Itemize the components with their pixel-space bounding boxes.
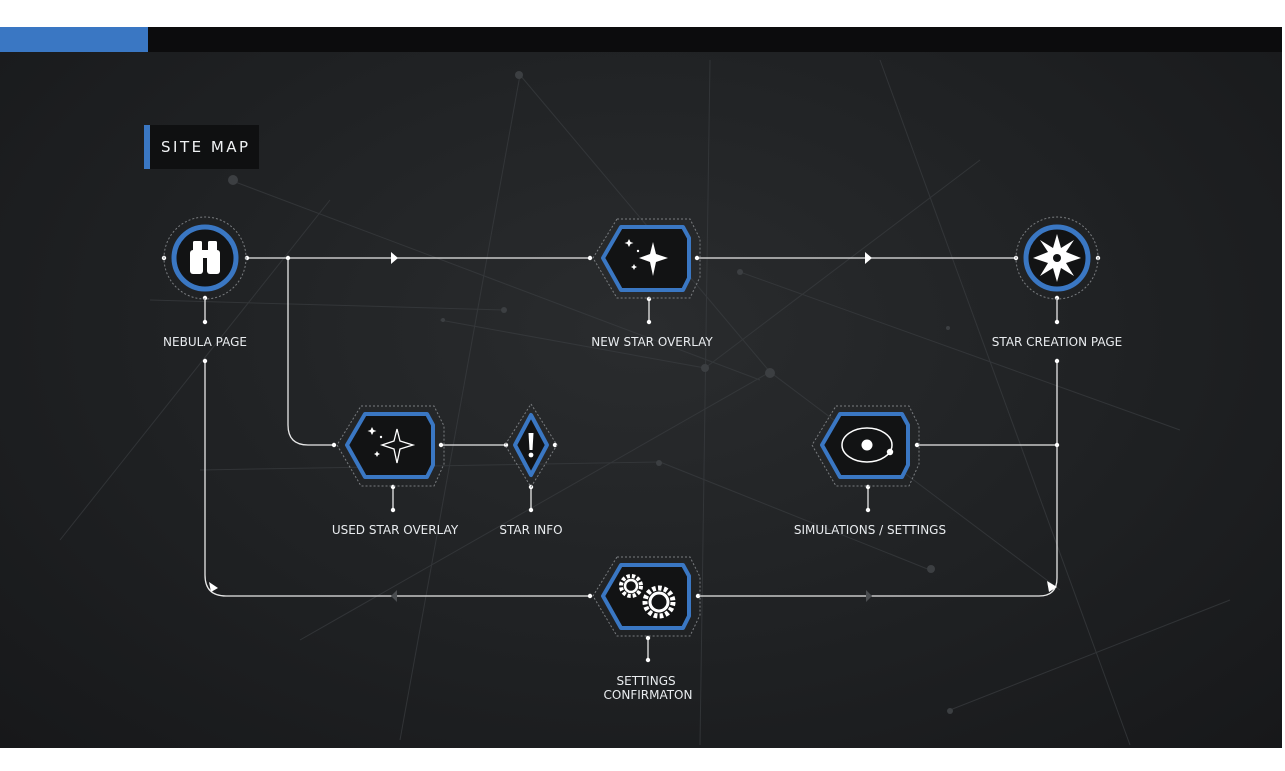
arrow-right-1 — [391, 252, 398, 264]
edge-nebula-to-used-star — [287, 258, 334, 446]
top-bar-accent — [0, 27, 148, 52]
label-used-star-overlay: USED STAR OVERLAY — [332, 523, 459, 537]
label-star-info: STAR INFO — [499, 523, 562, 537]
label-settings-line-2: CONFIRMATON — [604, 688, 693, 702]
top-bar — [0, 27, 1282, 52]
edge-star-creation-to-settings — [698, 361, 1058, 597]
node-new-star-overlay[interactable]: NEW STAR OVERLAY — [591, 218, 713, 349]
node-simulations-settings[interactable]: SIMULATIONS / SETTINGS — [794, 405, 946, 537]
binoculars-icon — [190, 241, 220, 274]
label-star-creation-page: STAR CREATION PAGE — [992, 335, 1122, 349]
arrow-faint-left — [391, 590, 397, 602]
arrow-down-right — [1047, 581, 1057, 592]
node-star-creation-page[interactable]: STAR CREATION PAGE — [992, 216, 1122, 349]
constellation-backdrop — [59, 59, 1231, 746]
node-used-star-overlay[interactable]: USED STAR OVERLAY — [332, 405, 459, 537]
node-star-info[interactable]: STAR INFO — [499, 403, 563, 537]
sitemap-canvas: SITE MAP — [0, 52, 1282, 748]
arrow-up-left — [209, 582, 218, 592]
label-settings-confirmation: SETTINGS CONFIRMATON — [604, 674, 693, 702]
page-title-text: SITE MAP — [161, 138, 251, 156]
exclamation-icon — [528, 433, 534, 458]
node-settings-confirmation[interactable]: SETTINGS CONFIRMATON — [592, 556, 701, 702]
label-settings-line-1: SETTINGS — [617, 674, 676, 688]
gears-icon — [619, 574, 676, 619]
orbit-icon — [841, 427, 894, 463]
page-title: SITE MAP — [144, 125, 259, 169]
label-simulations-settings: SIMULATIONS / SETTINGS — [794, 523, 946, 537]
label-nebula-page: NEBULA PAGE — [163, 335, 247, 349]
edge-settings-to-nebula — [204, 361, 590, 597]
new-star-icon — [624, 239, 668, 276]
label-new-star-overlay: NEW STAR OVERLAY — [591, 335, 713, 349]
used-star-icon — [379, 428, 416, 464]
node-nebula-page[interactable]: NEBULA PAGE — [163, 216, 247, 349]
arrow-faint-right — [866, 590, 872, 602]
arrow-right-2 — [865, 252, 872, 264]
